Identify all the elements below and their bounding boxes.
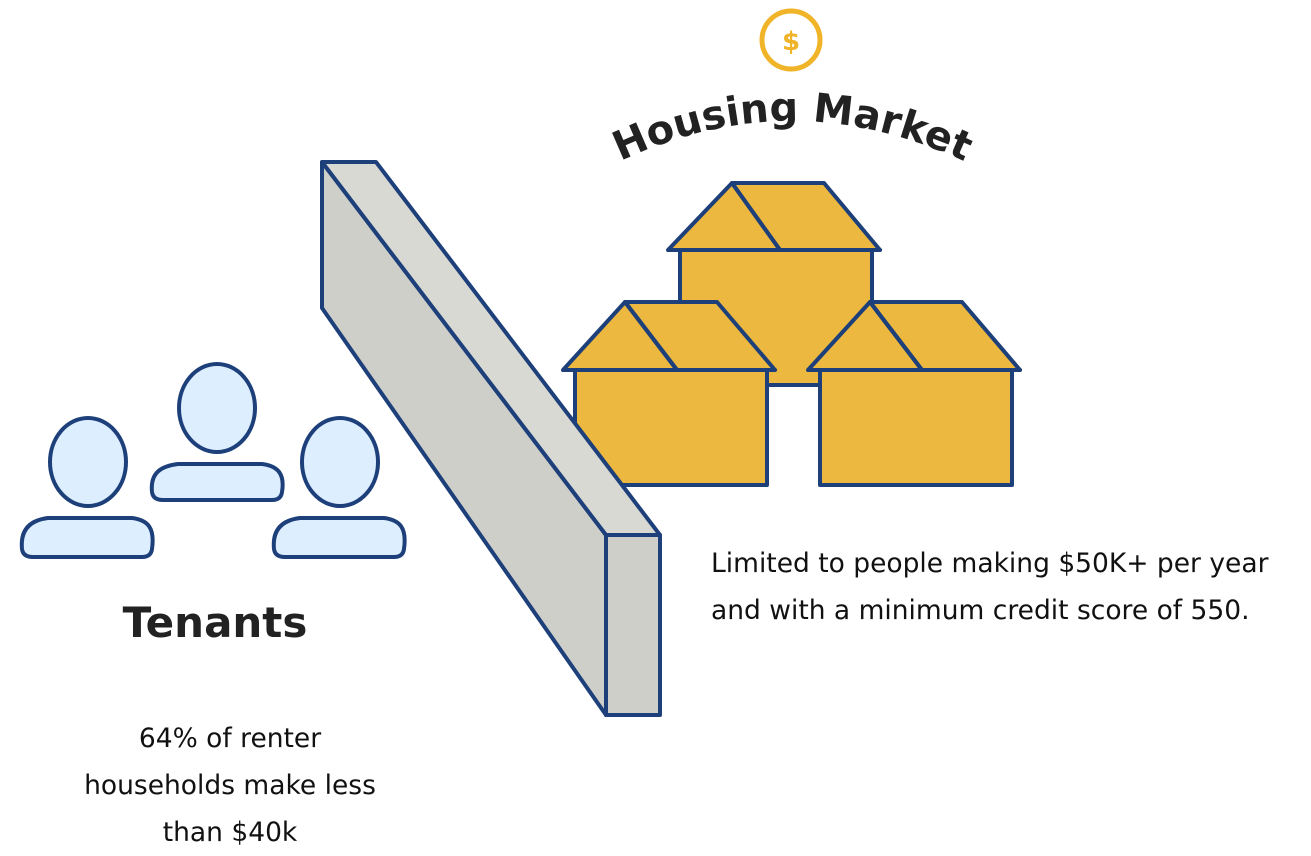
tenant-note-line: 64% of renter — [138, 723, 322, 754]
person-icon — [149, 362, 285, 502]
tenant-note-line: households make less — [84, 770, 376, 801]
market-requirements-note: Limited to people making $50K+ per year … — [711, 540, 1311, 634]
market-note-line: Limited to people making $50K+ per year — [711, 548, 1269, 579]
wall-barrier — [320, 160, 662, 717]
market-note-line: and with a minimum credit score of 550. — [711, 595, 1250, 626]
dollar-coin-icon: $ — [759, 8, 823, 72]
tenant-income-note: 64% of renter households make less than … — [20, 715, 440, 856]
house-icon — [666, 181, 882, 387]
houses-group — [561, 181, 1022, 487]
person-icon — [19, 416, 155, 559]
person-icon — [271, 416, 407, 559]
housing-market-title: Housing Market — [606, 85, 979, 171]
housing-market-title-text: Housing Market — [606, 85, 979, 171]
tenants-people-group — [19, 362, 407, 559]
house-icon — [806, 300, 1022, 487]
diagram-canvas: $ Housing Market — [19, 8, 1022, 717]
tenants-title: Tenants — [123, 598, 308, 647]
coin-dollar-symbol: $ — [782, 27, 800, 57]
tenant-note-line: than $40k — [162, 817, 298, 848]
